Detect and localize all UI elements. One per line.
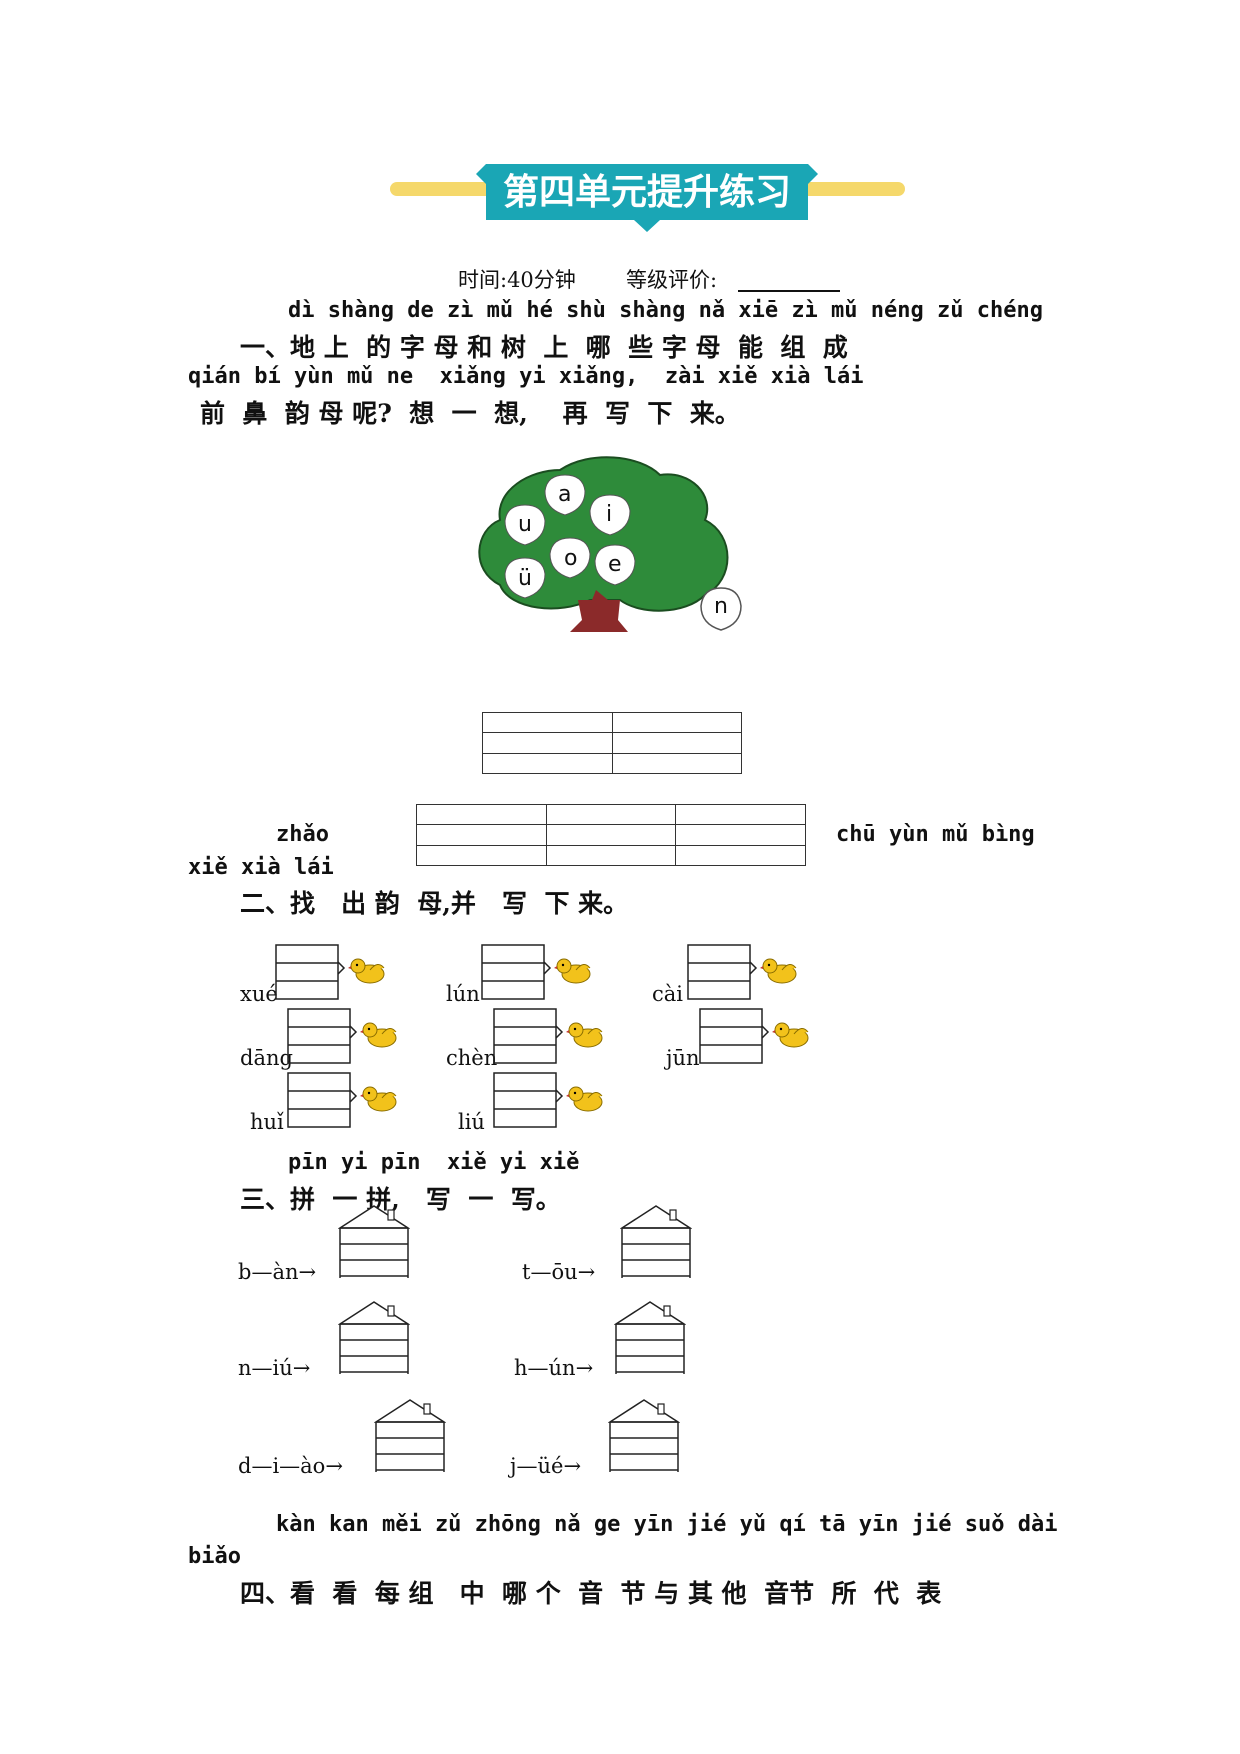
pinyin-house-grid[interactable] [374, 1396, 446, 1472]
pinyin-house-grid[interactable] [338, 1298, 410, 1374]
q3-question-line: 三、拼 一 拼, 写 一 写。 [240, 1185, 561, 1214]
q1-pinyin-line-2: qián bí yùn mǔ ne xiǎng yi xiǎng, zài xi… [188, 364, 864, 389]
q3-spelling: h—ún→ [514, 1356, 594, 1380]
q2-word: huǐ [250, 1110, 284, 1134]
q4-pinyin-line-1: kàn kan měi zǔ zhōng nǎ ge yīn jié yǔ qí… [276, 1512, 1058, 1537]
tree-illustration [478, 456, 729, 632]
q1-question-line-2: 前 鼻 韵 母 呢? 想 一 想, 再 写 下 来。 [200, 399, 740, 428]
q2-word: dāng [240, 1046, 293, 1070]
q2-answer-boxes[interactable] [284, 1072, 358, 1128]
bird-icon [348, 958, 385, 984]
page-title: 第四单元提升练习 [502, 172, 791, 213]
q3-spelling: t—ōu→ [522, 1260, 596, 1284]
q3-spelling: n—iú→ [238, 1356, 311, 1380]
q2-pinyin-a: zhǎo [276, 822, 329, 847]
q2-question-line: 二、找 出 韵 母,并 写 下 来。 [240, 889, 629, 918]
q3-spelling: b—àn→ [238, 1260, 317, 1284]
q3-spelling: j—üé→ [510, 1454, 582, 1478]
ground-letter-n: n [714, 594, 728, 619]
q3-pinyin-line: pīn yi pīn xiě yi xiě [288, 1150, 580, 1175]
bird-icon [360, 1022, 397, 1048]
q2-answer-boxes[interactable] [272, 944, 346, 1000]
q2-answer-boxes[interactable] [478, 944, 552, 1000]
tree-letter-o: o [564, 546, 578, 571]
grade-label: 等级评价: [626, 268, 718, 292]
answer-table-small[interactable] [482, 711, 742, 775]
q2-pinyin-b: chū yùn mǔ bìng [836, 822, 1035, 847]
q4-question-line: 四、看 看 每 组 中 哪 个 音 节 与 其 他 音节 所 代 表 [240, 1579, 942, 1608]
answer-table-large[interactable] [416, 803, 806, 867]
time-label: 时间:40分钟 [458, 268, 576, 292]
grade-blank-line [738, 290, 840, 292]
q3-spelling: d—i—ào→ [238, 1454, 343, 1478]
pinyin-house-grid[interactable] [608, 1396, 680, 1472]
bird-icon [760, 958, 797, 984]
tree-letter-ü: ü [518, 566, 532, 591]
tree-letter-a: a [558, 482, 572, 507]
title-banner [476, 164, 818, 232]
q2-word: cài [652, 982, 683, 1006]
ground-leaf-icon [700, 587, 742, 631]
bird-icon [566, 1022, 603, 1048]
bird-icon [360, 1086, 397, 1112]
q2-answer-boxes[interactable] [696, 1008, 770, 1064]
tree-letter-i: i [606, 502, 613, 527]
tree-letter-e: e [608, 552, 622, 577]
bird-icon [566, 1086, 603, 1112]
q2-word: jūn [666, 1046, 700, 1070]
q2-word: liú [458, 1110, 485, 1134]
pinyin-house-grid[interactable] [614, 1298, 686, 1374]
q2-answer-boxes[interactable] [490, 1072, 564, 1128]
q2-word: xué [240, 982, 278, 1006]
bird-icon [554, 958, 591, 984]
q1-question-line-1: 一、地 上 的 字 母 和 树 上 哪 些 字 母 能 组 成 [240, 333, 848, 362]
q4-pinyin-line-2: biǎo [188, 1544, 241, 1569]
pinyin-house-grid[interactable] [620, 1202, 692, 1278]
q2-answer-boxes[interactable] [684, 944, 758, 1000]
q2-pinyin-c: xiě xià lái [188, 855, 334, 880]
q2-answer-boxes[interactable] [490, 1008, 564, 1064]
q1-pinyin-line-1: dì shàng de zì mǔ hé shù shàng nǎ xiē zì… [288, 298, 1043, 323]
q2-word: chèn [446, 1046, 498, 1070]
bird-icon [772, 1022, 809, 1048]
q2-word: lún [446, 982, 480, 1006]
pinyin-house-grid[interactable] [338, 1202, 410, 1278]
title-bar-right [780, 182, 905, 196]
tree-letter-u: u [518, 512, 532, 537]
title-bar-left [390, 182, 510, 196]
q2-answer-boxes[interactable] [284, 1008, 358, 1064]
